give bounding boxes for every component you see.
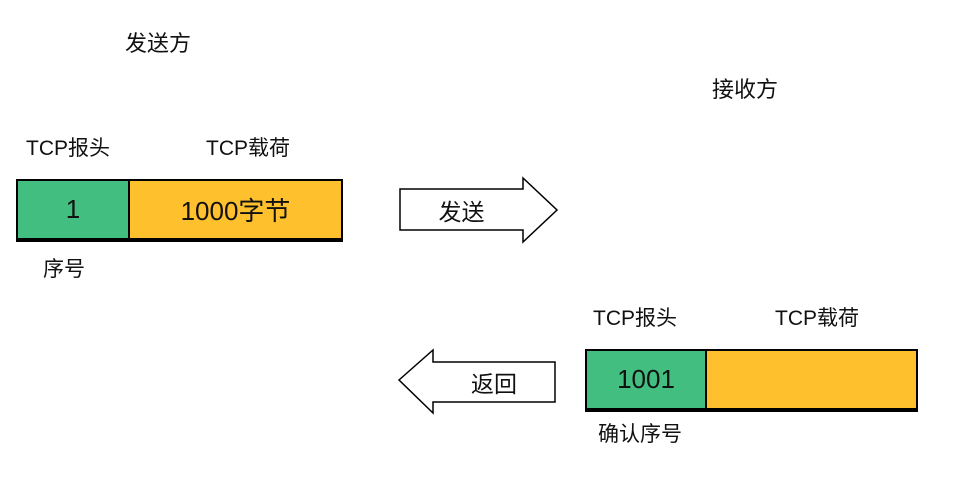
receiver-ack-caption: 确认序号 <box>598 423 682 446</box>
receiver-packet-header-cell: 1001 <box>587 351 707 408</box>
sender-packet-payload-cell: 1000字节 <box>130 181 341 238</box>
sender-title: 发送方 <box>125 31 192 56</box>
receiver-title: 接收方 <box>712 77 779 102</box>
send-arrow-icon <box>399 176 559 244</box>
sender-tcp-payload-label: TCP载荷 <box>206 137 290 160</box>
sender-sequence-caption: 序号 <box>43 258 85 281</box>
sender-packet: 1 1000字节 <box>16 179 343 242</box>
receiver-tcp-payload-label: TCP载荷 <box>775 307 859 330</box>
receiver-packet-payload-cell <box>707 351 916 408</box>
sender-tcp-header-label: TCP报头 <box>26 137 110 160</box>
receiver-tcp-header-label: TCP报头 <box>593 307 677 330</box>
sender-packet-header-cell: 1 <box>18 181 130 238</box>
return-arrow-icon <box>397 348 556 415</box>
receiver-packet: 1001 <box>585 349 918 412</box>
